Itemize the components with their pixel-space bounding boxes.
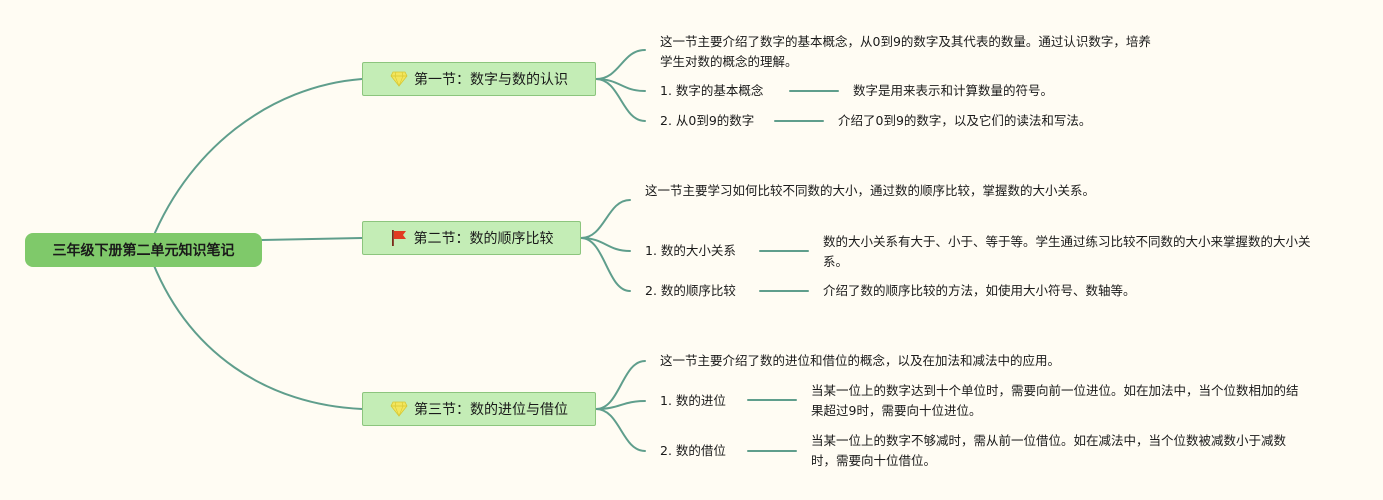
section-2-item-2-label[interactable]: 2. 数的顺序比较 <box>645 283 736 298</box>
sec1-link-summary <box>595 49 646 80</box>
root-title: 三年级下册第二单元知识笔记 <box>52 243 235 259</box>
section-2-summary: 这一节主要学习如何比较不同数的大小，通过数的顺序比较，掌握数的大小关系。 <box>645 183 1096 198</box>
section-3-topic[interactable]: 第三节：数的进位与借位 <box>362 392 596 426</box>
section-1-topic[interactable]: 第一节：数字与数的认识 <box>362 62 596 96</box>
sec2-link-item2 <box>580 237 631 292</box>
section-1-title: 第一节：数字与数的认识 <box>414 72 568 88</box>
section-1-item-2-detail: 介绍了0到9的数字，以及它们的读法和写法。 <box>838 113 1092 128</box>
section-2-item-1-label[interactable]: 1. 数的大小关系 <box>645 243 736 258</box>
section-2-item-2-detail: 介绍了数的顺序比较的方法，如使用大小符号、数轴等。 <box>823 283 1136 298</box>
sec3-link-item1 <box>595 400 646 410</box>
flag-icon <box>390 229 408 247</box>
root-link-3 <box>147 249 363 410</box>
section-1-item-1-detail: 数字是用来表示和计算数量的符号。 <box>853 83 1054 98</box>
section-2-title: 第二节：数的顺序比较 <box>413 231 554 247</box>
section-2-topic[interactable]: 第二节：数的顺序比较 <box>362 221 581 255</box>
section-1-summary: 这一节主要介绍了数字的基本概念，从0到9的数字及其代表的数量。通过认识数字，培养… <box>660 34 1151 69</box>
section-3-item-1-label[interactable]: 1. 数的进位 <box>660 393 726 408</box>
sec3-link-summary <box>595 360 646 410</box>
root-link-2 <box>261 237 363 241</box>
sec2-link-summary <box>580 199 631 239</box>
section-3-title: 第三节：数的进位与借位 <box>414 402 568 418</box>
sec1-link-item2 <box>595 78 646 122</box>
section-3-summary: 这一节主要介绍了数的进位和借位的概念，以及在加法和减法中的应用。 <box>660 353 1061 368</box>
section-1-item-1-label[interactable]: 1. 数字的基本概念 <box>660 83 764 98</box>
section-3-item-2-detail: 当某一位上的数字不够减时，需从前一位借位。如在减法中，当个位数被减数小于减数时，… <box>811 433 1287 468</box>
section-3-item-1-detail: 当某一位上的数字达到十个单位时，需要向前一位进位。如在加法中，当个位数相加的结果… <box>811 383 1299 418</box>
section-1-item-2-label[interactable]: 2. 从0到9的数字 <box>660 113 755 128</box>
section-3-item-2-label[interactable]: 2. 数的借位 <box>660 443 726 458</box>
gem-icon <box>390 71 408 87</box>
section-2-item-1-detail: 数的大小关系有大于、小于、等于等。学生通过练习比较不同数的大小来掌握数的大小关系… <box>823 234 1311 269</box>
sec3-link-item2 <box>595 408 646 452</box>
gem-icon <box>390 401 408 417</box>
root-link-1 <box>147 78 363 251</box>
root-topic[interactable]: 三年级下册第二单元知识笔记 <box>25 233 262 267</box>
